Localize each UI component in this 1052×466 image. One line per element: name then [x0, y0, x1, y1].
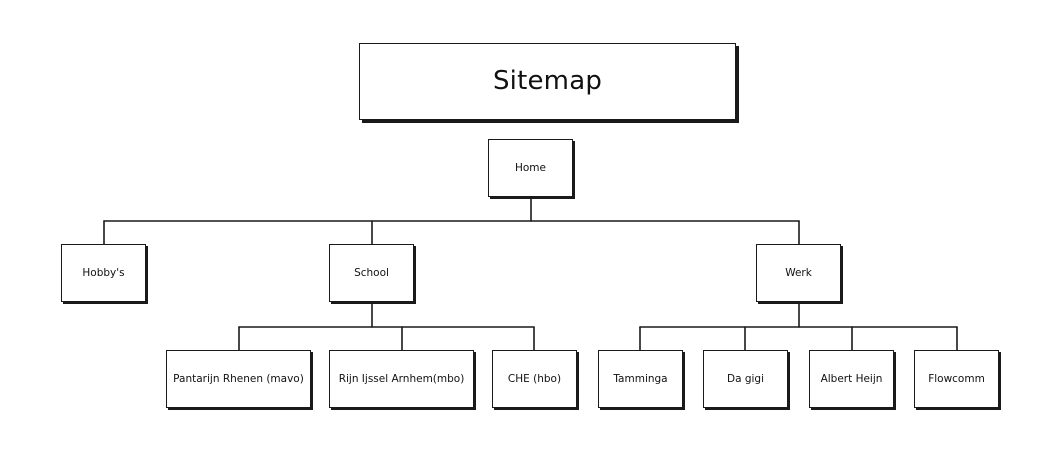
node-school-rijn-ijssel-label: Rijn Ijssel Arnhem(mbo): [338, 372, 465, 385]
node-werk-albert-heijn-label: Albert Heijn: [820, 372, 883, 385]
node-home-label: Home: [514, 161, 546, 174]
node-school-rijn-ijssel: Rijn Ijssel Arnhem(mbo): [329, 350, 474, 408]
node-werk-da-gigi-label: Da gigi: [726, 372, 765, 385]
node-school-label: School: [354, 266, 389, 279]
node-werk-tamminga-label: Tamminga: [613, 372, 668, 385]
node-werk-tamminga: Tamminga: [598, 350, 683, 408]
node-hobbys: Hobby's: [61, 244, 146, 302]
node-werk-da-gigi: Da gigi: [703, 350, 788, 408]
node-school: School: [329, 244, 414, 302]
node-school-pantarijn-label: Pantarijn Rhenen (mavo): [173, 372, 304, 385]
node-home: Home: [488, 139, 573, 197]
sitemap-title: Sitemap: [359, 43, 736, 120]
sitemap-title-text: Sitemap: [492, 65, 603, 96]
node-werk-flowcomm: Flowcomm: [914, 350, 999, 408]
node-werk-albert-heijn: Albert Heijn: [809, 350, 894, 408]
node-werk: Werk: [756, 244, 841, 302]
node-school-che: CHE (hbo): [492, 350, 577, 408]
node-school-che-label: CHE (hbo): [507, 372, 562, 385]
node-werk-label: Werk: [785, 266, 812, 279]
node-hobbys-label: Hobby's: [82, 266, 125, 279]
node-werk-flowcomm-label: Flowcomm: [928, 372, 985, 385]
node-school-pantarijn: Pantarijn Rhenen (mavo): [166, 350, 311, 408]
